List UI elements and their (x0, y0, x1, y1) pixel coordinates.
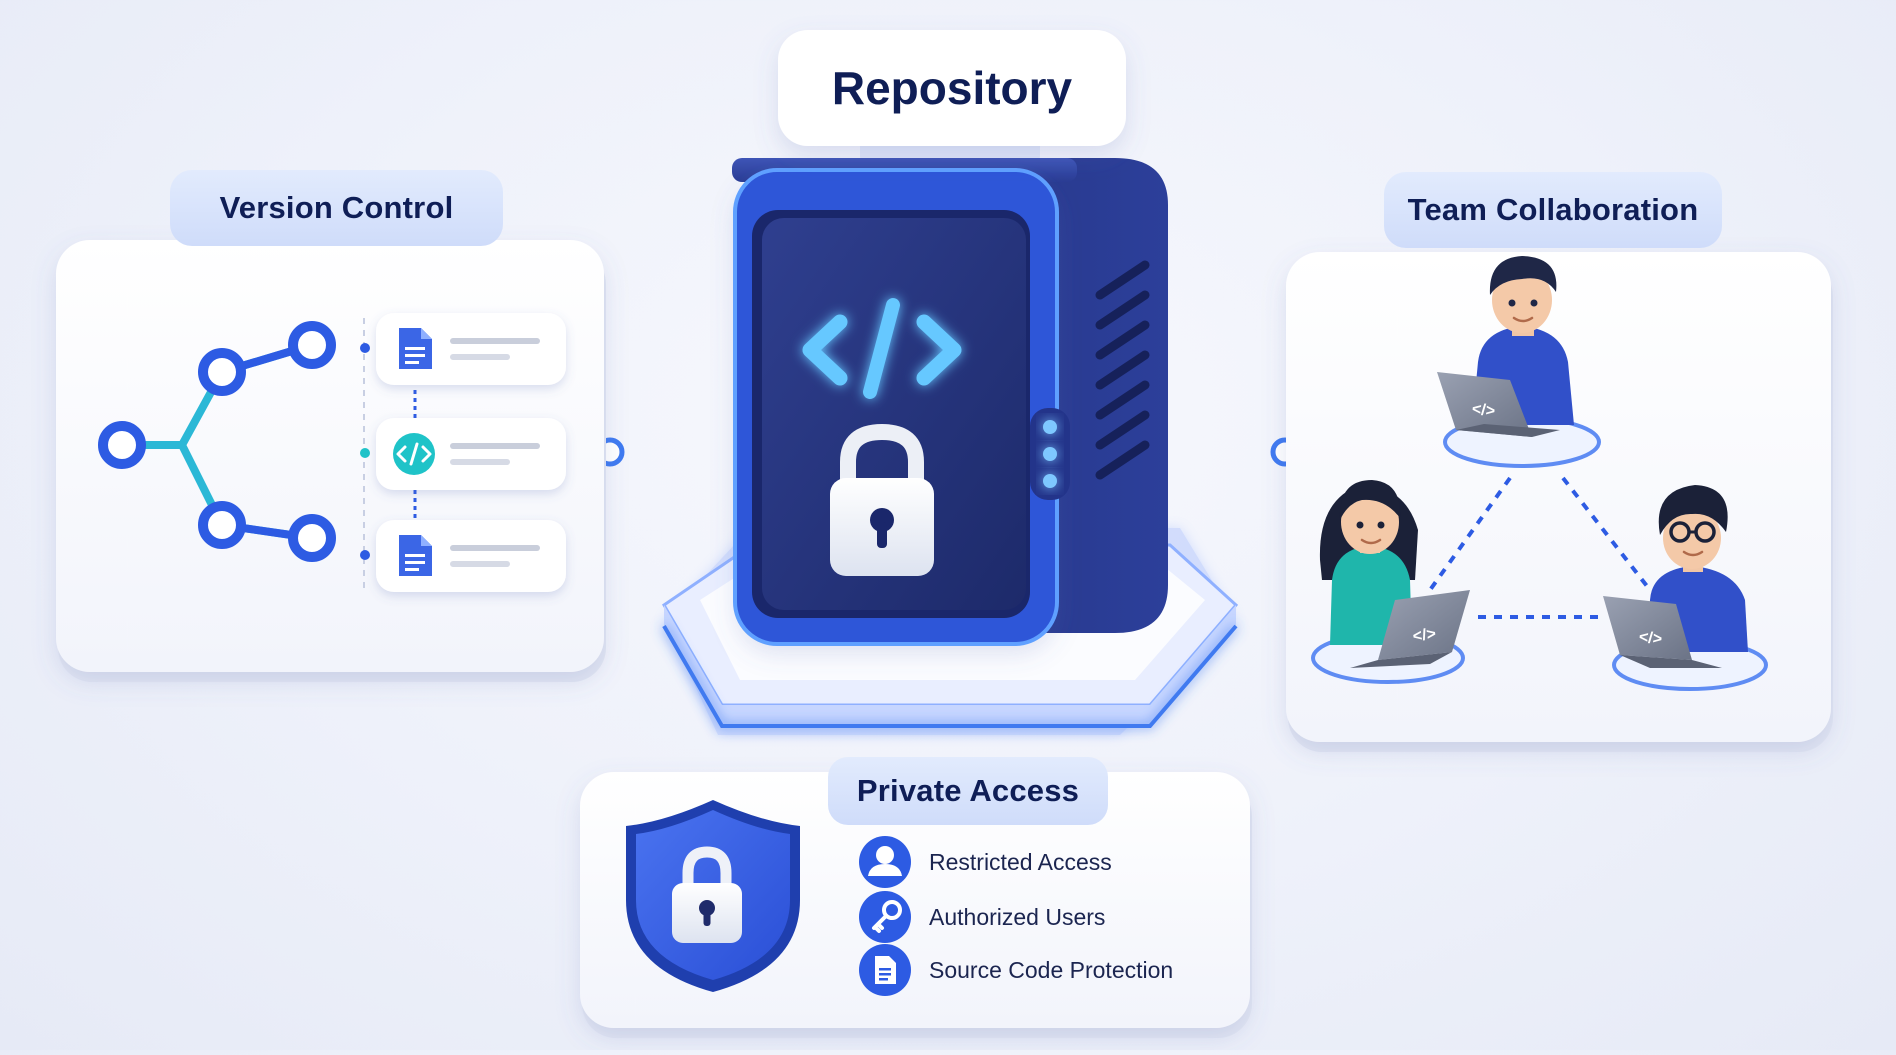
private-access-panel (580, 757, 1252, 1038)
status-light (1043, 447, 1057, 461)
file-card (376, 418, 566, 490)
key-icon (859, 891, 911, 943)
version-control-chip (170, 170, 503, 246)
repository-title: Repository (831, 62, 1073, 114)
repository-chip (778, 30, 1126, 146)
commit-node (288, 321, 336, 369)
commit-node (98, 421, 146, 469)
laptop-code-label: </> (1638, 629, 1663, 648)
developer-avatar: </> (1311, 480, 1470, 684)
file-card (376, 313, 566, 385)
version-control-panel (56, 170, 606, 682)
team-collaboration-title: Team Collaboration (1407, 192, 1699, 227)
branch-graph (98, 321, 336, 562)
laptop-code-label: </> (1471, 401, 1496, 420)
file-card (376, 520, 566, 592)
access-item-authorized: Authorized Users (929, 904, 1106, 930)
laptop-icon (1378, 590, 1470, 660)
commit-node (198, 348, 246, 396)
private-access-title: Private Access (856, 773, 1080, 808)
laptop-code-label: </> (1412, 626, 1437, 646)
access-item-restricted: Restricted Access (929, 849, 1112, 875)
commit-node (288, 514, 336, 562)
team-collaboration-chip (1384, 172, 1722, 248)
document-icon (859, 944, 911, 996)
document-icon (399, 328, 432, 369)
access-item-source-protection: Source Code Protection (929, 957, 1174, 983)
status-light (1043, 474, 1057, 488)
lock-icon (830, 423, 934, 576)
team-collaboration-panel: </> </> (1286, 172, 1833, 752)
version-control-title: Version Control (219, 190, 454, 225)
status-light (1043, 420, 1057, 434)
commit-node (198, 501, 246, 549)
user-icon (859, 836, 911, 888)
developer-avatar: </> (1603, 485, 1768, 691)
code-icon (393, 433, 435, 475)
vent-slots (1095, 260, 1150, 480)
code-symbol-icon (802, 298, 962, 399)
document-icon (399, 535, 432, 576)
laptop-icon (1437, 372, 1532, 437)
laptop-icon (1603, 596, 1692, 660)
repository-server (662, 140, 1239, 735)
shield-icon (626, 800, 800, 992)
private-access-chip (828, 757, 1108, 825)
developer-avatar: </> (1437, 256, 1601, 468)
